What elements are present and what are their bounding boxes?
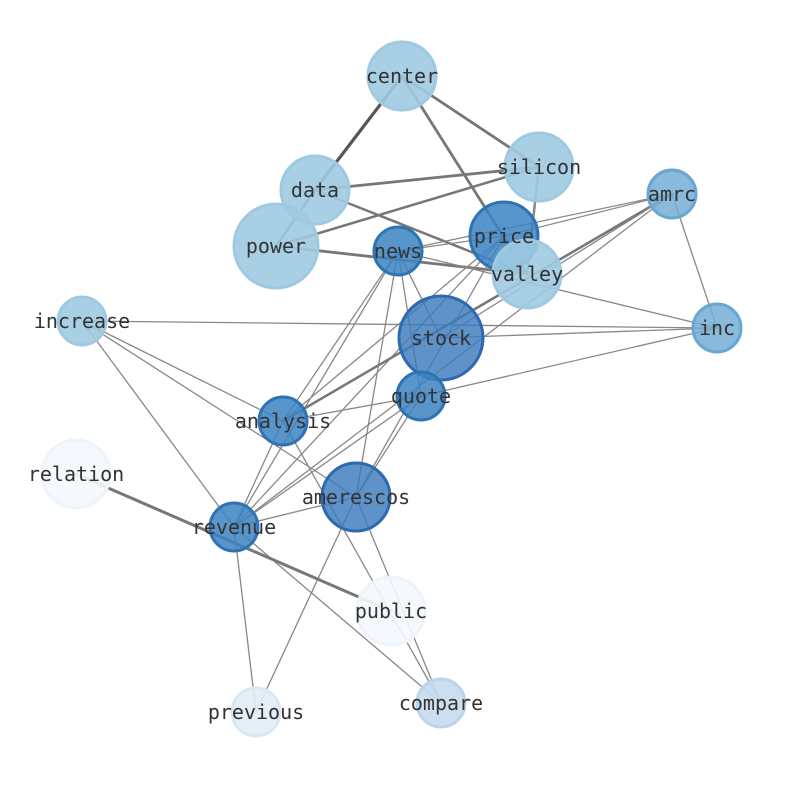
edge-increase-inc [81,320,718,329]
node-label-public: public [355,599,427,623]
edge-increase-amerescos [81,320,357,498]
node-data [279,154,351,226]
node-label-valley: valley [491,262,563,286]
node-previous [230,686,282,738]
node-revenue [208,501,260,553]
edge-price-analysis [282,235,505,422]
edge-increase-revenue [81,320,235,528]
edge-stock-inc [440,327,718,339]
node-label-stock: stock [411,326,471,350]
node-label-previous: previous [208,700,304,724]
node-silicon [503,131,575,203]
edge-revenue-previous [233,526,257,713]
edge-price-revenue [233,235,505,528]
node-label-data: data [291,178,339,202]
node-amrc [646,168,698,220]
edge-news-amerescos [355,250,399,498]
node-label-power: power [246,234,306,258]
node-label-amerescos: amerescos [302,485,410,509]
node-label-center: center [366,64,438,88]
node-label-amrc: amrc [648,182,696,206]
node-analysis [257,395,309,447]
node-inc [691,302,743,354]
labels-layer: center silicon data amrc power price news valle… [28,64,735,724]
nodes-layer [40,40,743,738]
edge-news-revenue [233,250,399,528]
node-label-compare: compare [399,691,483,715]
edge-increase-analysis [81,320,284,422]
node-compare [415,677,467,729]
node-valley [491,238,563,310]
node-quote [395,370,447,422]
edge-analysis-compare [282,420,442,704]
node-label-revenue: revenue [192,515,276,539]
node-label-price: price [474,224,534,248]
node-label-inc: inc [699,316,735,340]
node-news [372,225,424,277]
node-label-news: news [374,239,422,263]
node-label-analysis: analysis [235,409,331,433]
edge-revenue-quote [233,395,422,528]
node-label-quote: quote [391,384,451,408]
node-label-silicon: silicon [497,155,581,179]
node-amerescos [320,461,392,533]
node-relation [40,438,112,510]
edge-data-silicon [313,165,541,192]
edge-quote-inc [420,327,718,397]
node-label-relation: relation [28,462,124,486]
node-power [232,202,320,290]
edge-news-analysis [282,250,399,422]
edge-amrc-analysis [281,192,674,423]
node-center [366,40,438,112]
edge-power-silicon [274,165,541,248]
node-label-increase: increase [34,309,130,333]
node-increase [56,295,108,347]
edge-amerescos-previous [255,496,357,713]
node-public [355,575,427,647]
node-stock [397,294,485,382]
